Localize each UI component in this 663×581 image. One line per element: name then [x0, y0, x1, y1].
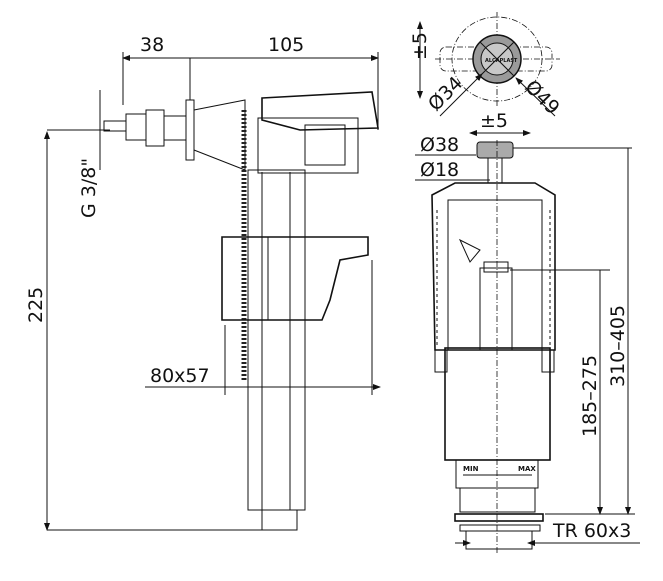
stem-diameter: Ø18: [420, 159, 459, 181]
brand-logo: ALCAPLAST: [485, 58, 518, 64]
dim-105: 105: [268, 34, 304, 56]
float-size: 80x57: [150, 365, 210, 387]
range-185-275: 185–275: [579, 355, 601, 437]
tolerance-vertical: ±5: [409, 32, 431, 60]
flush-valve-top-view: [417, 12, 560, 117]
flush-valve-drawing: [415, 130, 640, 555]
dim-38: 38: [140, 34, 164, 56]
scale-min: MIN: [463, 465, 479, 473]
thread-tr60: TR 60x3: [552, 520, 631, 542]
scale-max: MAX: [518, 465, 536, 473]
dia-49: Ø49: [520, 76, 563, 119]
dia-34: Ø34: [424, 72, 467, 115]
range-310-405: 310–405: [607, 305, 629, 387]
button-diameter: Ø38: [420, 134, 459, 156]
fill-valve-drawing: [44, 52, 381, 531]
tolerance-horizontal: ±5: [480, 110, 508, 132]
height-225: 225: [25, 287, 47, 323]
thread-label: G 3/8": [78, 158, 100, 218]
